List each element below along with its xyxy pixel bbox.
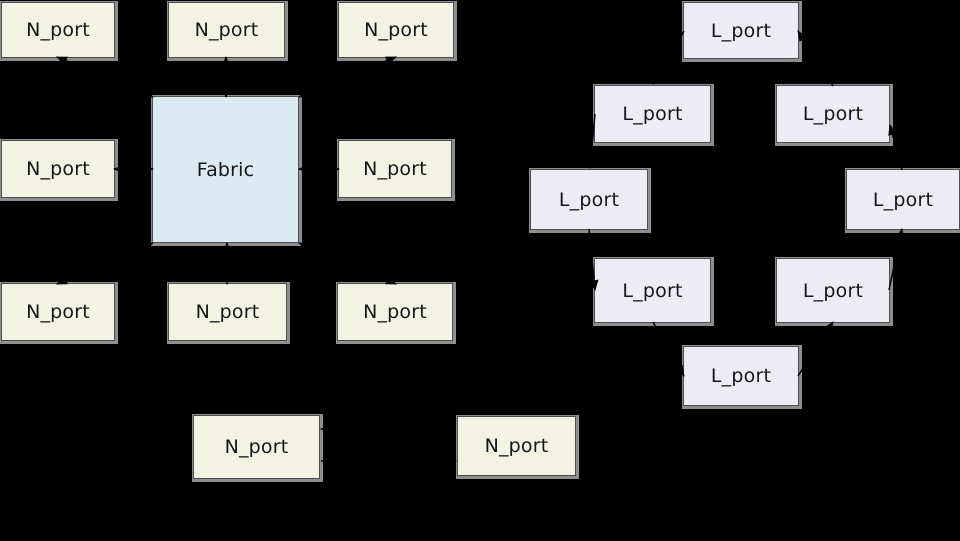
n-port-node: N_port	[338, 140, 452, 198]
n-port-node: N_port	[1, 283, 115, 341]
l-port-node: L_port	[683, 2, 799, 59]
n-port-node: N_port	[1, 140, 115, 198]
l-port-node: L_port	[846, 169, 960, 230]
n-port-node: N_port	[1, 2, 115, 58]
n-port-node: N_port	[338, 2, 454, 58]
l-port-node: L_port	[530, 169, 648, 230]
n-port-node: N_port	[457, 416, 576, 476]
n-port-node: N_port	[337, 283, 453, 341]
l-port-node: L_port	[776, 85, 890, 143]
l-port-node: L_port	[594, 258, 711, 323]
n-port-node: N_port	[168, 2, 285, 58]
n-port-node: N_port	[193, 415, 320, 479]
l-port-node: L_port	[594, 85, 711, 143]
fabric-node: Fabric	[152, 96, 299, 243]
n-port-node: N_port	[168, 283, 287, 341]
l-port-node: L_port	[776, 258, 890, 323]
l-port-node: L_port	[683, 346, 799, 406]
